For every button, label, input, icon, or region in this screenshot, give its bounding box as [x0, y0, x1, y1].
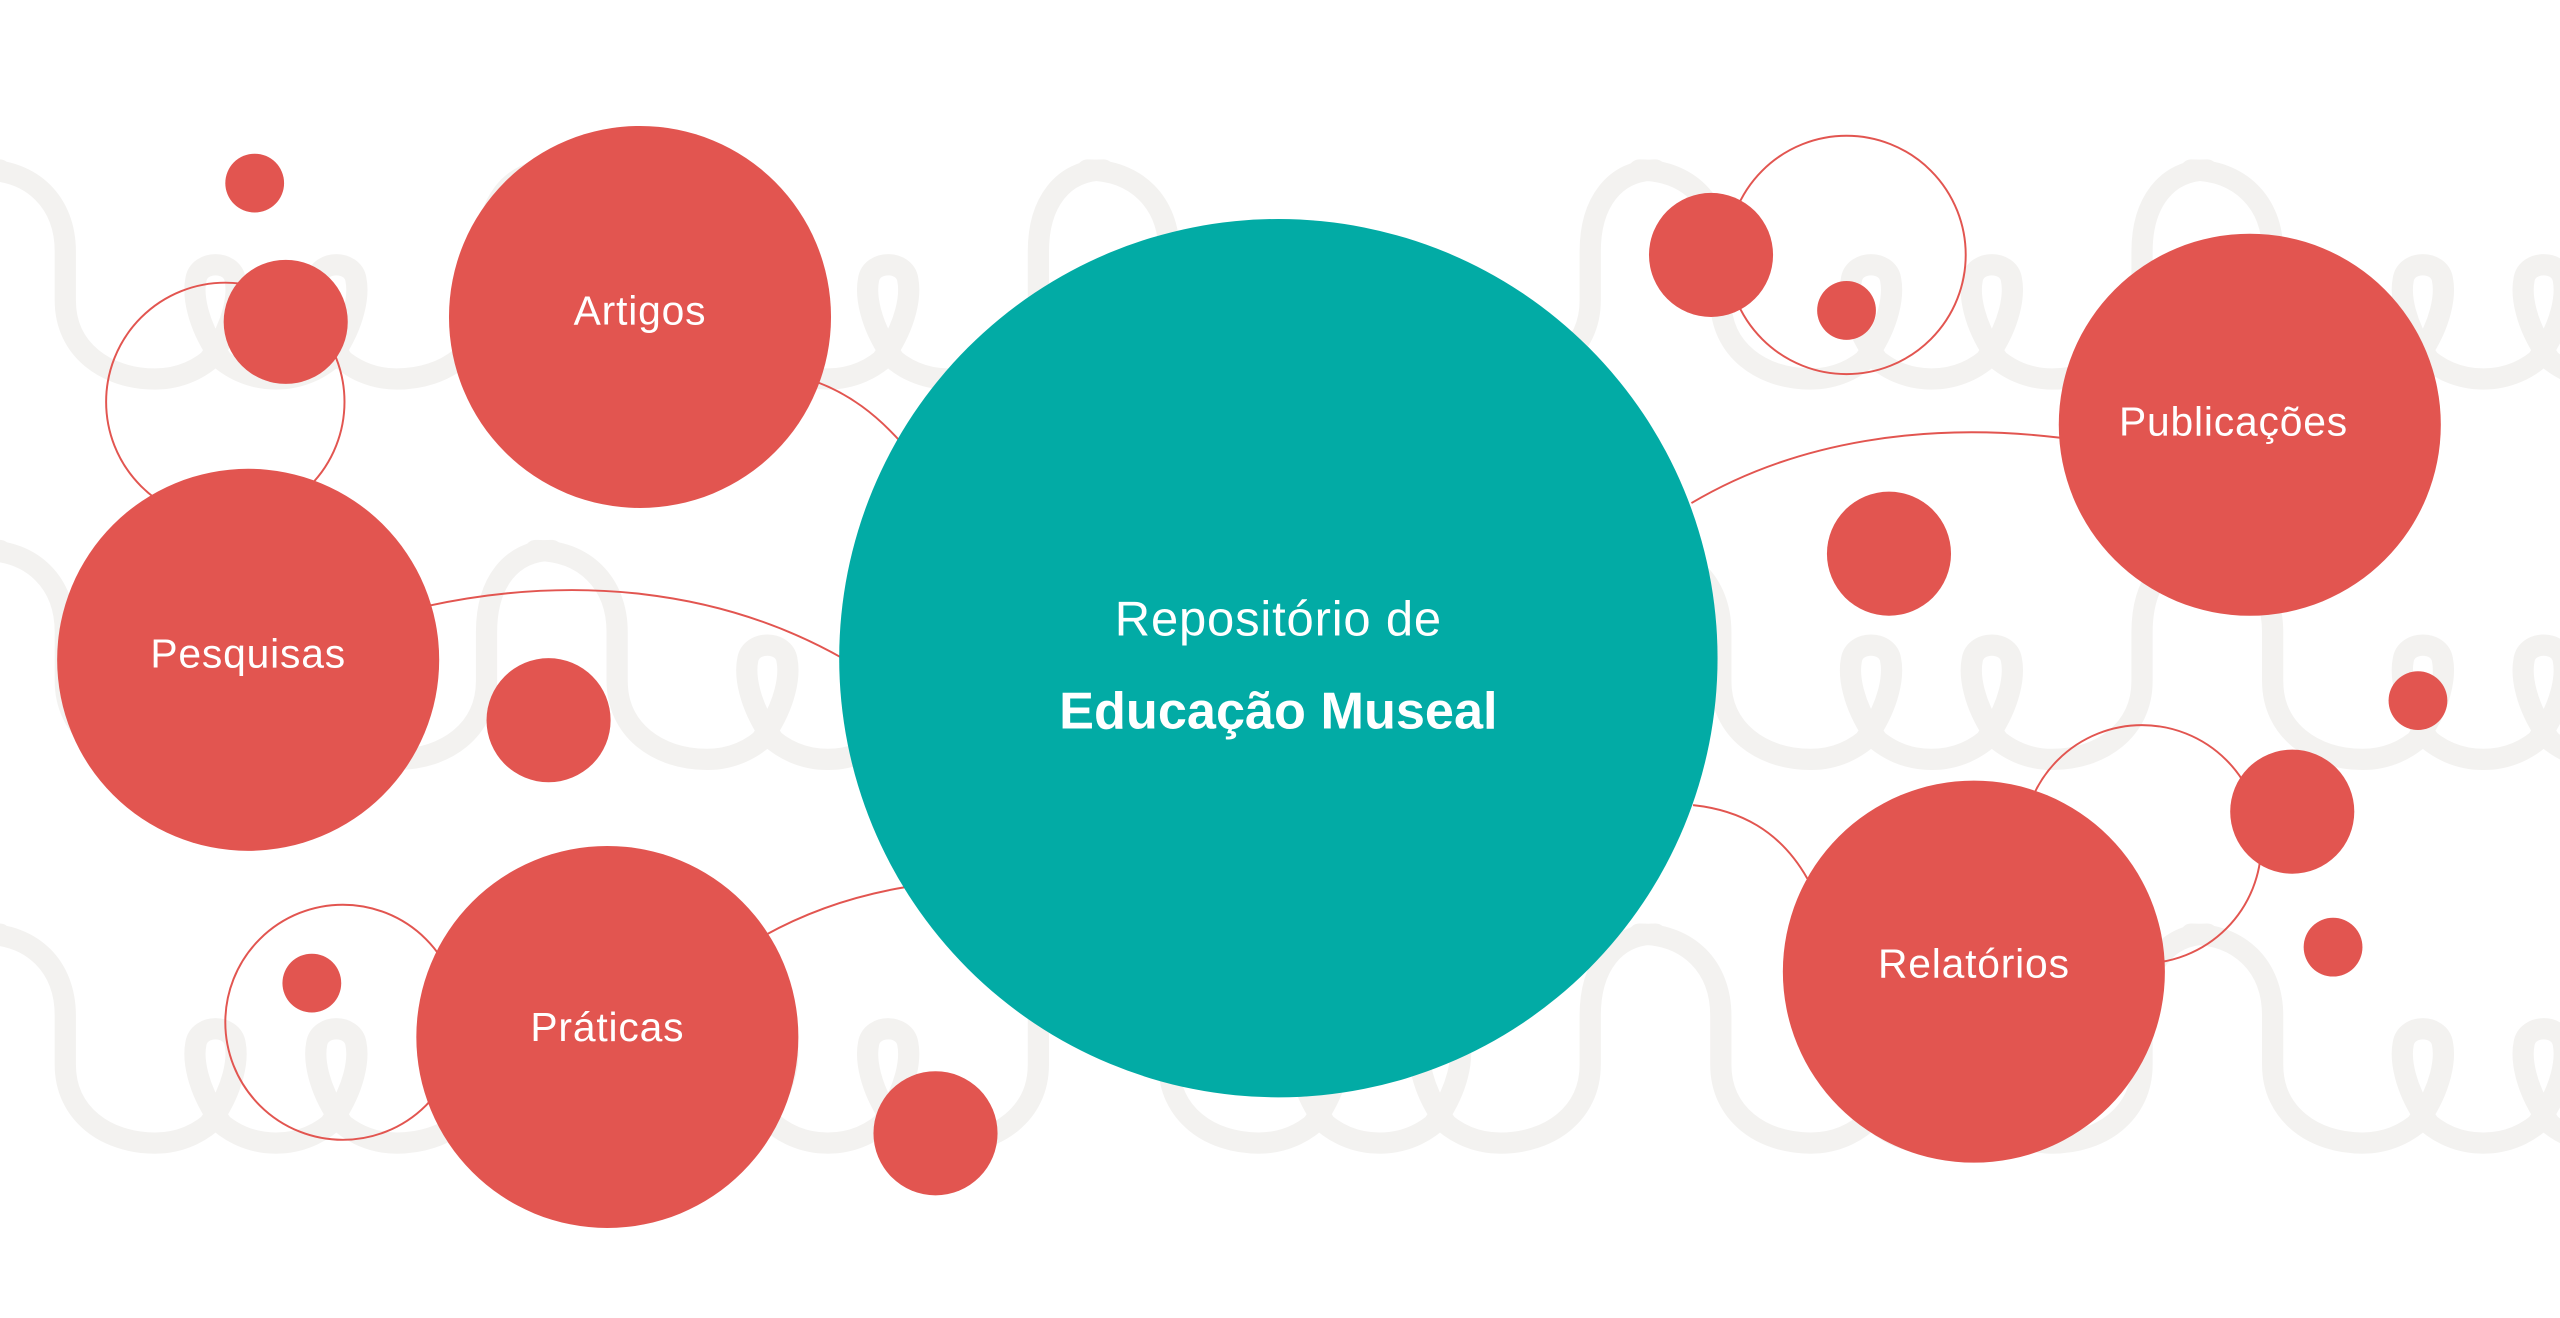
node-pesquisas[interactable]: Pesquisas	[57, 468, 440, 851]
connector-praticas	[763, 885, 908, 937]
decorative-dots	[223, 153, 2448, 1196]
node-label-pesquisas: Pesquisas	[150, 630, 346, 676]
node-label-publicacoes: Publicações	[2119, 398, 2348, 444]
connector-relatorios	[1692, 804, 1809, 880]
hub-title-line2: Educação Museal	[1059, 682, 1497, 740]
node-artigos[interactable]: Artigos	[448, 125, 832, 508]
hub-circle[interactable]: Repositório de Educação Museal	[839, 219, 1718, 1098]
connector-lines	[427, 378, 2061, 937]
connector-pesquisas	[427, 589, 843, 660]
node-label-artigos: Artigos	[574, 287, 707, 333]
node-publicacoes[interactable]: Publicações	[2058, 233, 2441, 616]
node-relatorios[interactable]: Relatórios	[1782, 780, 2165, 1163]
node-label-praticas: Práticas	[530, 1004, 684, 1050]
pattern-squiggle	[2191, 934, 2560, 1143]
node-praticas[interactable]: Práticas	[416, 845, 799, 1228]
hub-title-line1: Repositório de	[1115, 592, 1442, 646]
connector-artigos	[807, 378, 904, 445]
connector-publicacoes	[1690, 431, 2061, 504]
node-label-relatorios: Relatórios	[1878, 941, 2070, 987]
